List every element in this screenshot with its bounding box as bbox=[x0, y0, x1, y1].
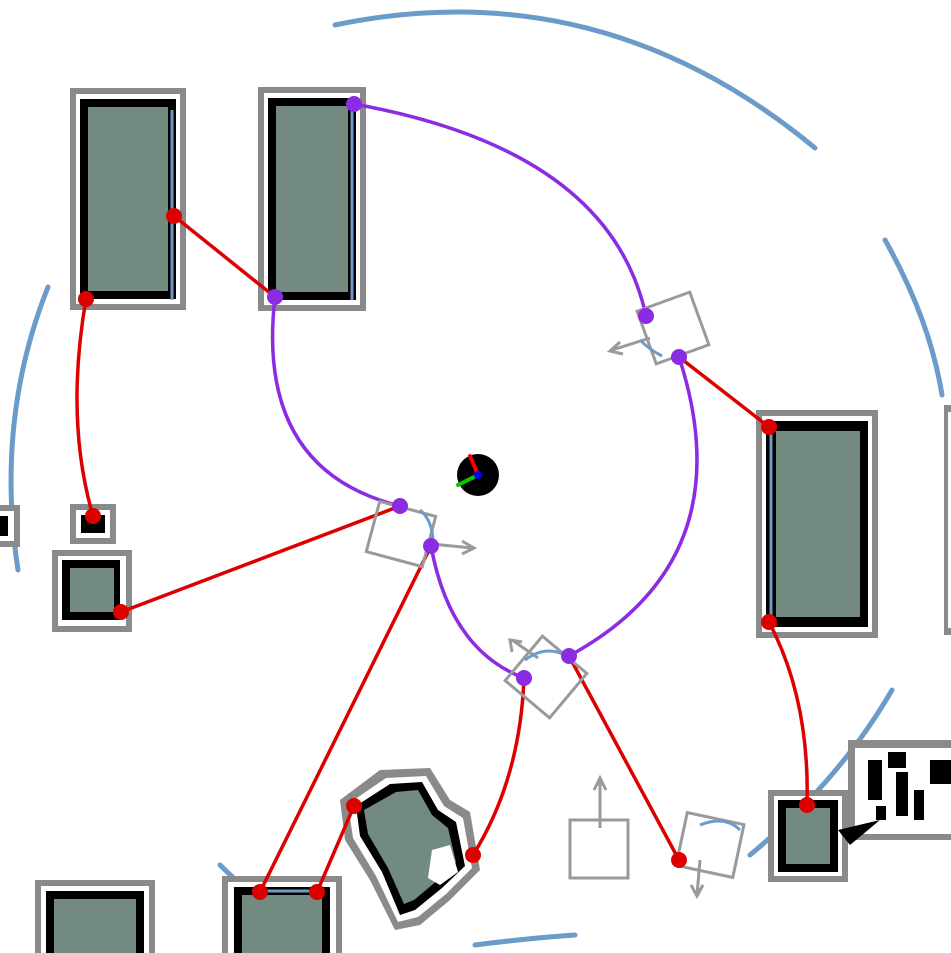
node-red bbox=[465, 847, 481, 863]
links bbox=[75, 214, 809, 894]
node-purple bbox=[671, 349, 687, 365]
pose-bottom-right bbox=[674, 810, 746, 900]
node-red bbox=[78, 291, 94, 307]
node-purple bbox=[392, 498, 408, 514]
node-purple bbox=[346, 96, 362, 112]
scan-arc-top bbox=[332, 9, 818, 151]
plan-segment-top-arc bbox=[352, 102, 648, 318]
obstacle-bottom-left bbox=[35, 880, 155, 953]
robot bbox=[456, 454, 499, 496]
robot-axis-z-icon bbox=[474, 471, 482, 479]
node-red bbox=[166, 208, 182, 224]
node-red bbox=[252, 884, 268, 900]
obstacle-bottom-center-left bbox=[222, 876, 342, 953]
obstacle-bottom-blob bbox=[340, 768, 480, 930]
obstacle-top-left bbox=[70, 88, 186, 310]
node-red bbox=[671, 852, 687, 868]
pose-top-right bbox=[606, 290, 711, 366]
node-purple bbox=[516, 670, 532, 686]
scan-arc-bottom bbox=[472, 932, 578, 948]
node-red bbox=[761, 614, 777, 630]
node-red bbox=[309, 884, 325, 900]
node-red bbox=[799, 797, 815, 813]
obstacle-top-center bbox=[258, 87, 366, 311]
node-purple bbox=[423, 538, 439, 554]
obstacle-right-tall bbox=[756, 410, 878, 638]
plan-segment-right-arc bbox=[567, 355, 699, 658]
node-purple bbox=[267, 289, 283, 305]
node-red bbox=[113, 604, 129, 620]
node-purple bbox=[561, 648, 577, 664]
planned-path bbox=[270, 102, 699, 680]
scan-arc-right bbox=[882, 237, 945, 398]
nodes bbox=[78, 96, 815, 900]
node-purple bbox=[638, 308, 654, 324]
node-red bbox=[761, 419, 777, 435]
obstacles bbox=[0, 87, 951, 953]
plan-segment-bottom-arc bbox=[429, 544, 526, 680]
pose-bottom-right-center bbox=[568, 774, 630, 880]
obstacle-left-edge bbox=[0, 505, 20, 547]
node-red bbox=[85, 508, 101, 524]
node-red bbox=[346, 798, 362, 814]
plan-segment-left-arc bbox=[270, 295, 402, 508]
obstacle-right-edge-partial bbox=[944, 405, 951, 635]
obstacle-right-edge-cluster bbox=[838, 740, 951, 845]
